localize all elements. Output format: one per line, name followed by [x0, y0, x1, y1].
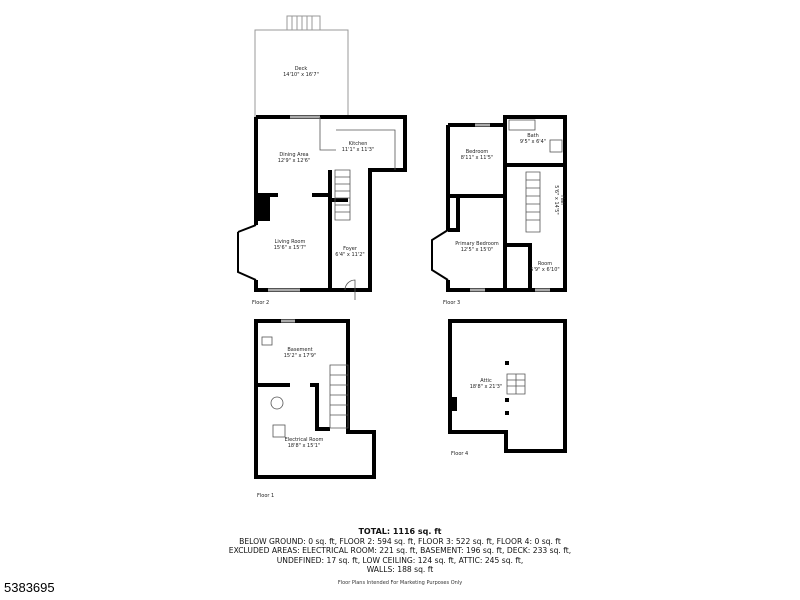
bay-window: [237, 224, 257, 281]
room-size-hall: 5'6" x 14'5": [553, 185, 559, 214]
area-summary: TOTAL: 1116 sq. ft BELOW GROUND: 0 sq. f…: [0, 527, 800, 575]
disclaimer: Floor Plans Intended For Marketing Purpo…: [337, 580, 463, 586]
furnace: [272, 424, 286, 438]
room-name-dining: Dining Area: [279, 152, 308, 158]
room-name-bath: Bath: [527, 133, 539, 139]
room-name-primary-bedroom: Primary Bedroom: [455, 241, 499, 247]
floor-2-walls: [254, 115, 407, 292]
floor-2-label: Floor 2: [252, 300, 269, 306]
summary-line-2: EXCLUDED AREAS: ELECTRICAL ROOM: 221 sq.…: [228, 546, 572, 556]
room-size-kitchen: 11'1" x 11'3": [342, 147, 375, 153]
floor-3-walls: [446, 115, 567, 292]
floor-1-plan: Basement 15'2" x 17'9" Electrical Room 1…: [254, 319, 376, 499]
floor-1-label: Floor 1: [257, 493, 274, 499]
deck-stairs: [286, 15, 321, 31]
room-size-room: 5'9" x 6'10": [530, 267, 559, 273]
floor-3-plan: Bedroom 8'11" x 11'5" Bath 9'5" x 6'4" 5…: [431, 115, 567, 306]
room-name-room: Room: [538, 261, 552, 267]
room-name-deck: Deck: [295, 66, 308, 72]
room-name-basement: Basement: [287, 347, 312, 353]
summary-line-1: BELOW GROUND: 0 sq. ft, FLOOR 2: 594 sq.…: [239, 536, 561, 546]
stairs: [329, 364, 349, 429]
listing-id: 5383695: [4, 580, 55, 595]
bathtub: [508, 119, 536, 131]
room-size-primary-bedroom: 12'5" x 15'0": [461, 247, 494, 253]
floor-1-walls: [254, 319, 376, 479]
room-name-foyer: Foyer: [343, 246, 358, 252]
total-area: TOTAL: 1116 sq. ft: [358, 527, 442, 536]
room-size-attic: 18'8" x 21'3": [470, 384, 503, 390]
room-size-bath: 9'5" x 6'4": [520, 139, 546, 145]
room-name-living: Living Room: [275, 239, 306, 245]
room-name-hall: Hall: [559, 195, 565, 205]
kitchen-counter: [319, 117, 396, 170]
sink: [261, 336, 273, 346]
room-name-attic: Attic: [480, 378, 492, 384]
room-size-foyer: 6'4" x 11'2": [335, 252, 364, 258]
room-size-bedroom: 8'11" x 11'5": [461, 155, 494, 161]
room-size-deck: 14'10" x 16'7": [283, 72, 319, 78]
floor-3-label: Floor 3: [443, 300, 460, 306]
room-name-bedroom: Bedroom: [466, 149, 489, 155]
sink: [549, 139, 563, 153]
stairs: [525, 171, 541, 233]
room-size-basement: 15'2" x 17'9": [284, 353, 317, 359]
foyer-door: [344, 279, 356, 300]
summary-line-4: WALLS: 188 sq. ft: [366, 565, 434, 575]
stairs: [334, 169, 351, 221]
room-name-electrical: Electrical Room: [285, 437, 324, 443]
bay-window: [431, 229, 449, 281]
fireplace: [256, 193, 270, 221]
room-size-electrical: 18'8" x 15'1": [288, 443, 321, 449]
attic-stairs: [506, 373, 526, 395]
room-size-dining: 12'9" x 12'6": [278, 158, 311, 164]
floor-4-plan: Attic 18'8" x 21'3" Floor 4: [448, 319, 567, 457]
room-name-kitchen: Kitchen: [349, 141, 368, 147]
floor-4-walls: [448, 319, 567, 453]
floor-2-plan: Deck 14'10" x 16'7" Dining Area 12'9" x …: [237, 15, 407, 306]
floor-4-label: Floor 4: [451, 451, 468, 457]
summary-line-3: UNDEFINED: 17 sq. ft, LOW CEILING: 124 s…: [276, 555, 524, 565]
water-heater: [270, 396, 284, 410]
room-size-living: 15'6" x 15'7": [274, 245, 307, 251]
